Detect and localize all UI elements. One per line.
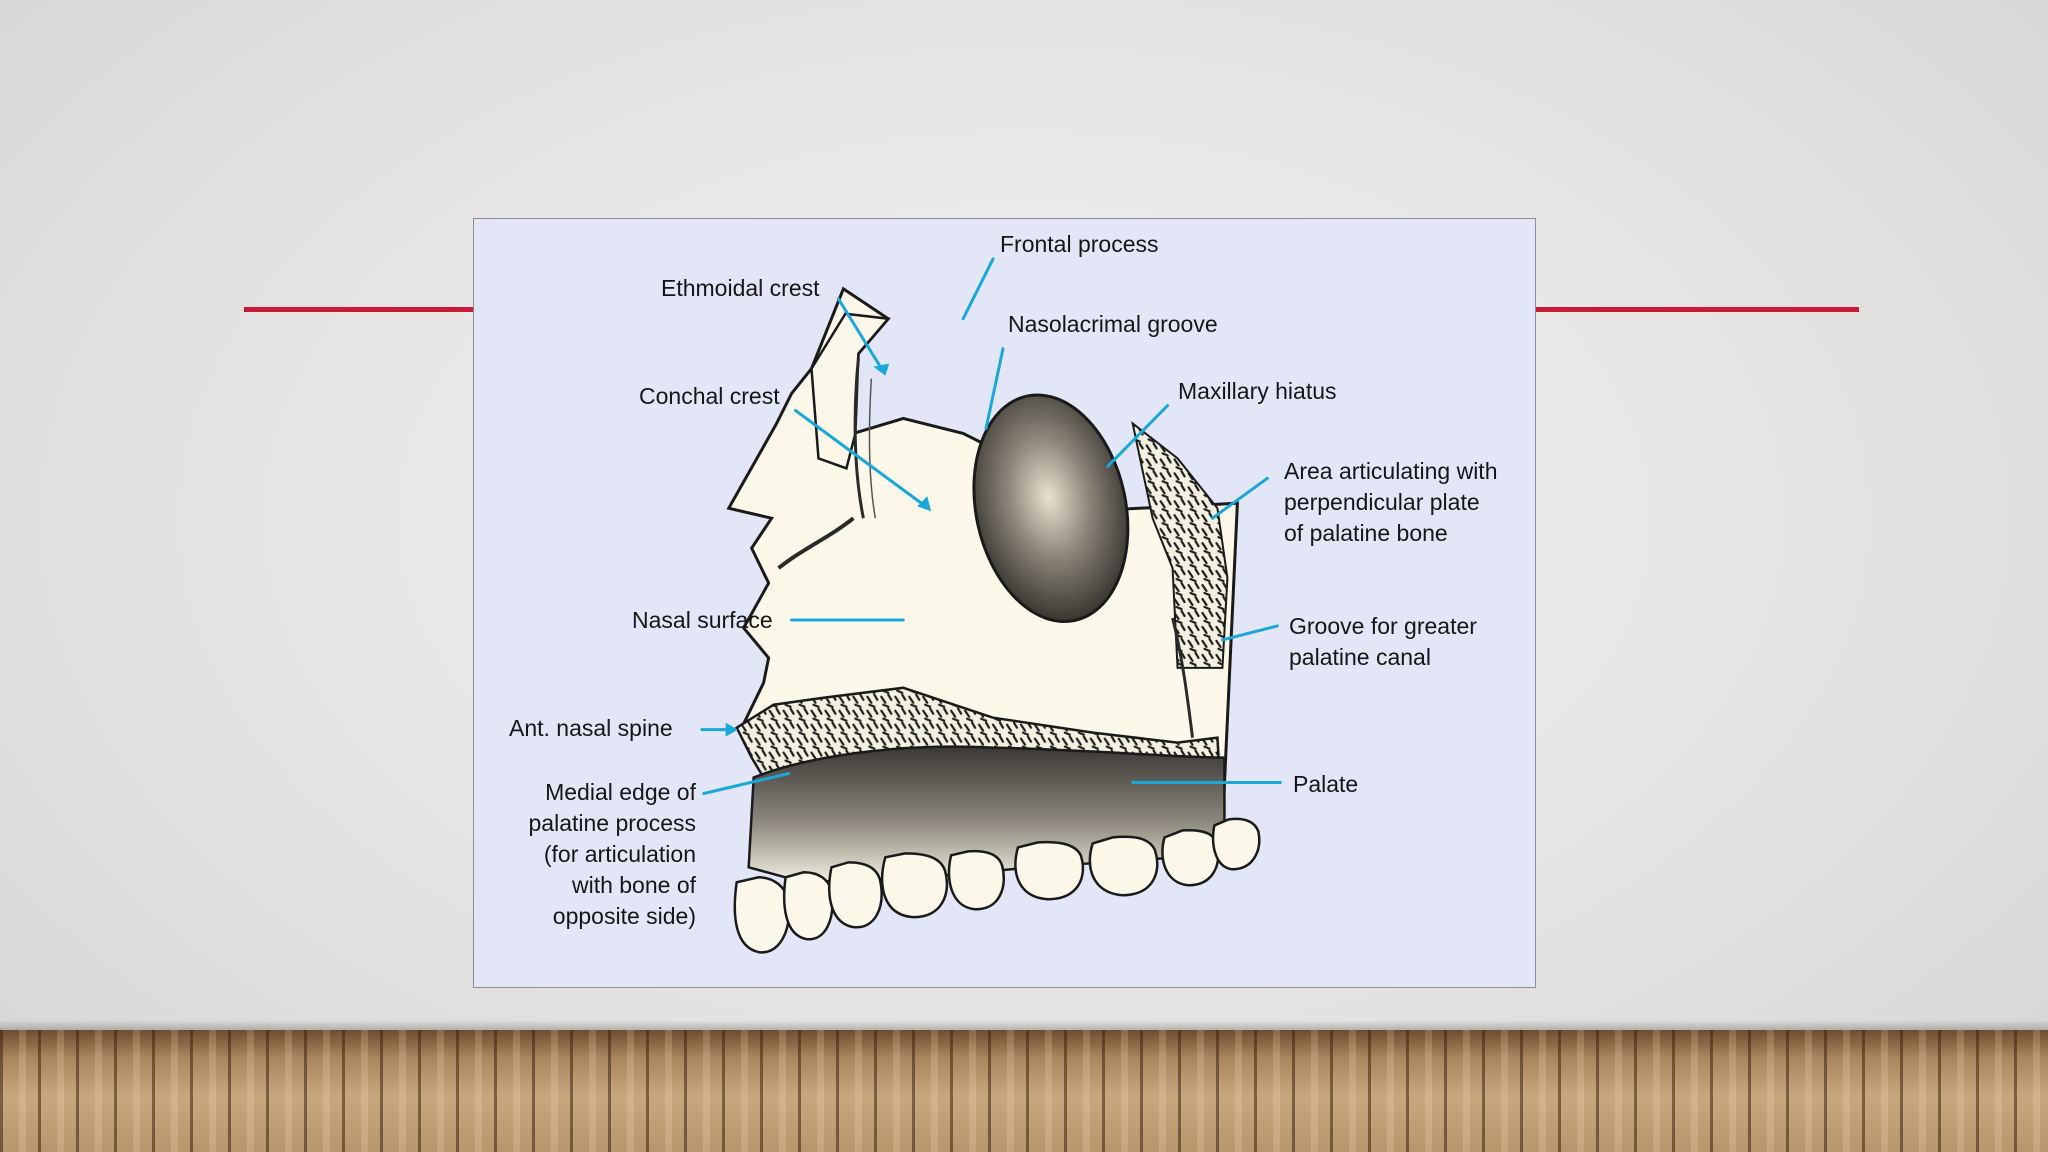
label-ethmoidal-crest: Ethmoidal crest xyxy=(661,275,820,301)
label-nasal-surface: Nasal surface xyxy=(632,607,773,633)
leader-lines xyxy=(700,257,1282,795)
accent-line-left xyxy=(244,307,474,312)
maxilla-illustration xyxy=(700,257,1282,954)
teeth-row xyxy=(733,817,1261,954)
accent-line-right xyxy=(1536,307,1859,312)
label-groove-greater-palatine: Groove for greater palatine canal xyxy=(1289,613,1477,670)
maxilla-diagram-panel: Frontal process Ethmoidal crest Nasolacr… xyxy=(473,218,1536,988)
label-nasolacrimal-groove: Nasolacrimal groove xyxy=(1008,311,1218,337)
floor-shadow xyxy=(0,1020,2048,1032)
label-frontal-process: Frontal process xyxy=(1000,231,1159,257)
label-medial-edge: Medial edge of palatine process (for art… xyxy=(528,779,697,929)
label-ant-nasal-spine: Ant. nasal spine xyxy=(509,715,673,741)
label-palate: Palate xyxy=(1293,771,1359,797)
wood-floor xyxy=(0,1030,2048,1152)
maxillary-hiatus-shape xyxy=(972,393,1130,624)
label-conchal-crest: Conchal crest xyxy=(639,383,780,409)
label-area-articulating: Area articulating with perpendicular pla… xyxy=(1284,458,1498,546)
label-maxillary-hiatus: Maxillary hiatus xyxy=(1178,378,1337,404)
